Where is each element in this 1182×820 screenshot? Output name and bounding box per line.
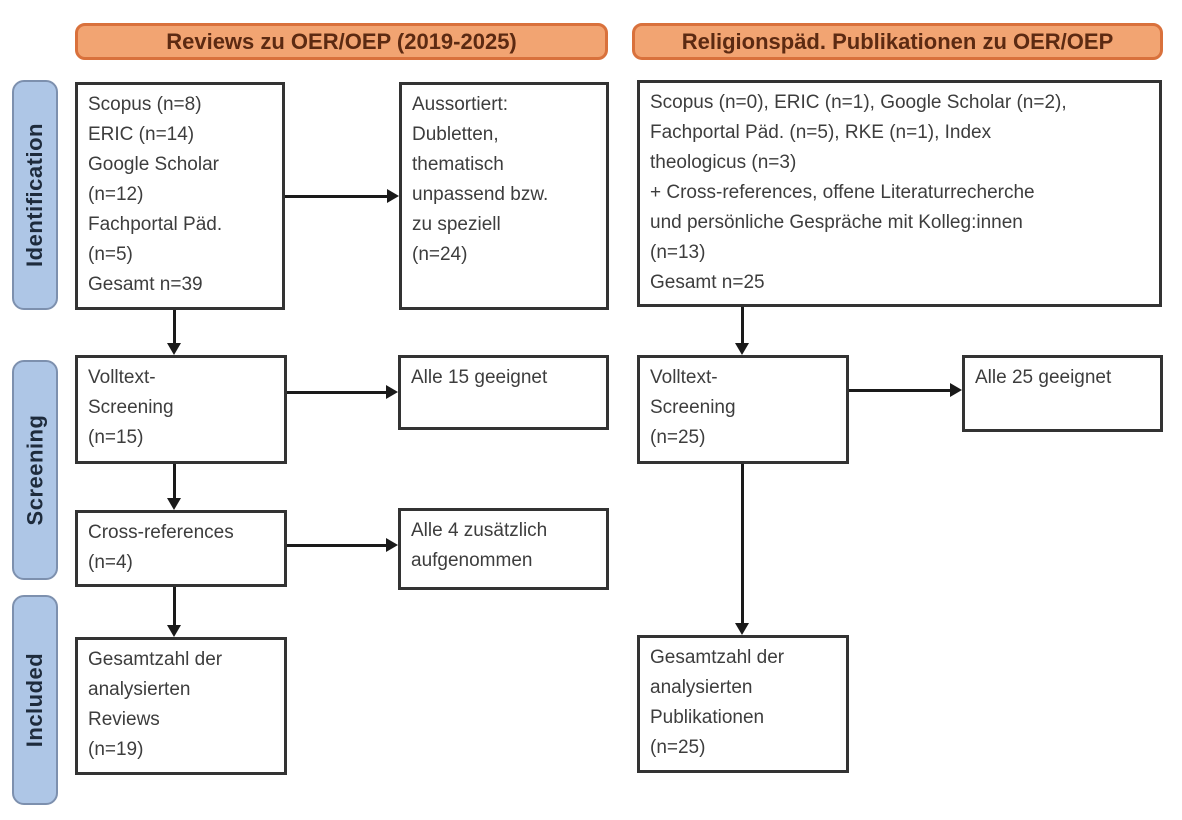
stage-pill-screening: Screening: [12, 360, 58, 580]
left-fulltext-box: Volltext- Screening (n=15): [75, 355, 287, 464]
arrow-left-sources-to-fulltext: [167, 310, 181, 355]
arrow-left-fulltext-to-result: [287, 385, 398, 399]
stage-label-included: Included: [22, 652, 48, 748]
stage-pill-included: Included: [12, 595, 58, 805]
arrow-left-crossref-to-included: [167, 587, 181, 637]
arrow-right-sources-to-fulltext: [735, 307, 749, 355]
stage-pill-identification: Identification: [12, 80, 58, 310]
header-right-banner: Religionspäd. Publikationen zu OER/OEP: [632, 23, 1163, 60]
left-fulltext-result-box: Alle 15 geeignet: [398, 355, 609, 430]
left-excluded-box: Aussortiert: Dubletten, thematisch unpas…: [399, 82, 609, 310]
stage-label-identification: Identification: [22, 123, 48, 267]
left-crossref-result-box: Alle 4 zusätzlich aufgenommen: [398, 508, 609, 590]
left-crossref-box: Cross-references (n=4): [75, 510, 287, 587]
left-included-box: Gesamtzahl der analysierten Reviews (n=1…: [75, 637, 287, 775]
right-included-box: Gesamtzahl der analysierten Publikatione…: [637, 635, 849, 773]
arrow-right-fulltext-to-included: [735, 464, 749, 635]
right-fulltext-box: Volltext- Screening (n=25): [637, 355, 849, 464]
stage-label-screening: Screening: [22, 414, 47, 526]
left-sources-box: Scopus (n=8) ERIC (n=14) Google Scholar …: [75, 82, 285, 310]
arrow-left-crossref-to-result: [287, 538, 398, 552]
right-sources-box: Scopus (n=0), ERIC (n=1), Google Scholar…: [637, 80, 1162, 307]
right-fulltext-result-box: Alle 25 geeignet: [962, 355, 1163, 432]
arrow-left-fulltext-to-crossref: [167, 464, 181, 510]
header-left-banner: Reviews zu OER/OEP (2019-2025): [75, 23, 608, 60]
arrow-right-fulltext-to-result: [849, 383, 962, 397]
arrow-left-sources-to-excluded: [285, 189, 399, 203]
